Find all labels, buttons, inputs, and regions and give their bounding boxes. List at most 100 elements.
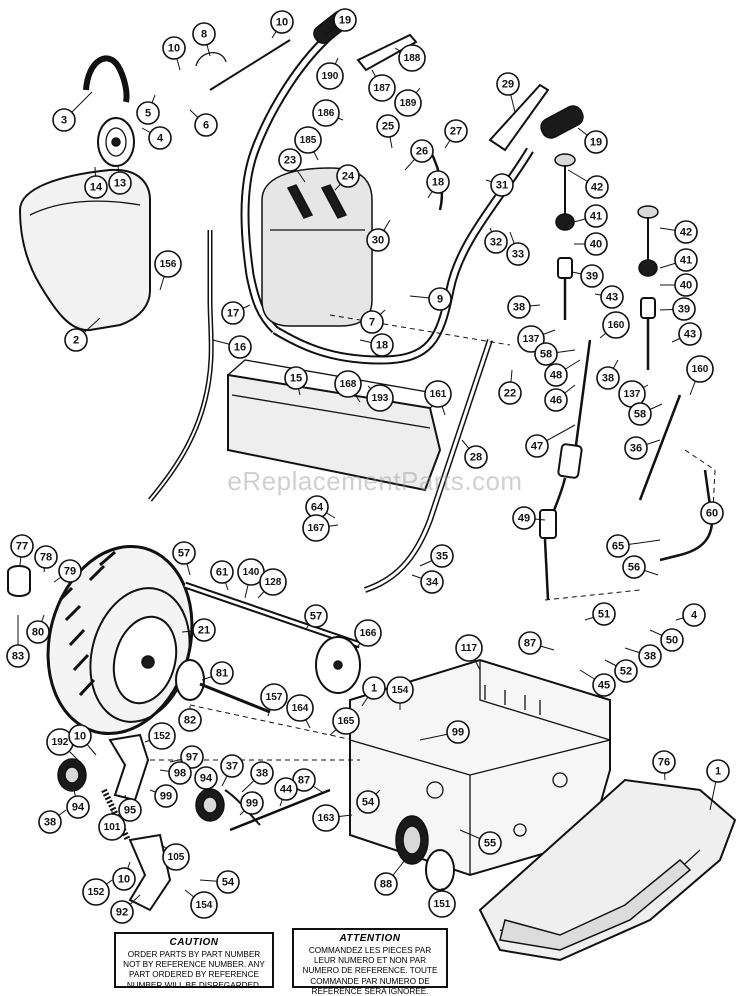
callout-34[interactable]: 34 [411, 570, 444, 594]
callout-76[interactable]: 76 [652, 750, 676, 781]
callout-6[interactable]: 6 [189, 109, 218, 137]
callout-38[interactable]: 38 [38, 809, 67, 834]
callout-43[interactable]: 43 [671, 322, 702, 346]
callout-61[interactable]: 61 [210, 560, 234, 591]
callout-188[interactable]: 188 [394, 44, 426, 72]
callout-17[interactable]: 17 [221, 301, 251, 325]
callout-40[interactable]: 40 [660, 273, 698, 297]
callout-152[interactable]: 152 [82, 878, 113, 906]
callout-101[interactable]: 101 [98, 810, 126, 841]
callout-1[interactable]: 1 [361, 676, 386, 707]
callout-81[interactable]: 81 [201, 661, 234, 685]
callout-95[interactable]: 95 [118, 794, 142, 822]
callout-92[interactable]: 92 [110, 894, 141, 924]
callout-25[interactable]: 25 [376, 114, 400, 149]
callout-26[interactable]: 26 [404, 139, 434, 171]
callout-152[interactable]: 152 [144, 722, 176, 750]
callout-28[interactable]: 28 [461, 439, 488, 469]
callout-4[interactable]: 4 [675, 603, 706, 627]
callout-43[interactable]: 43 [594, 285, 624, 309]
callout-40[interactable]: 40 [574, 232, 608, 256]
callout-36[interactable]: 36 [624, 436, 661, 460]
callout-58[interactable]: 58 [628, 402, 663, 426]
callout-54[interactable]: 54 [199, 870, 240, 894]
callout-163[interactable]: 163 [312, 804, 353, 832]
callout-23[interactable]: 23 [278, 148, 306, 183]
callout-16[interactable]: 16 [212, 335, 252, 359]
callout-19[interactable]: 19 [577, 127, 608, 154]
callout-18[interactable]: 18 [359, 333, 394, 357]
callout-54[interactable]: 54 [356, 789, 381, 814]
callout-156[interactable]: 156 [154, 250, 182, 291]
callout-35[interactable]: 35 [419, 544, 454, 568]
callout-166[interactable]: 166 [354, 619, 382, 651]
callout-58[interactable]: 58 [534, 342, 576, 366]
callout-151[interactable]: 151 [428, 888, 456, 918]
callout-3[interactable]: 3 [52, 91, 93, 132]
callout-10[interactable]: 10 [112, 861, 136, 891]
callout-38[interactable]: 38 [241, 761, 274, 793]
callout-193[interactable]: 193 [366, 384, 394, 412]
callout-37[interactable]: 37 [220, 754, 244, 787]
callout-5[interactable]: 5 [136, 94, 160, 125]
callout-47[interactable]: 47 [525, 424, 576, 458]
callout-99[interactable]: 99 [419, 720, 470, 744]
callout-154[interactable]: 154 [386, 676, 414, 710]
callout-32[interactable]: 32 [484, 227, 508, 254]
callout-160[interactable]: 160 [686, 355, 714, 396]
callout-10[interactable]: 10 [68, 724, 97, 756]
callout-38[interactable]: 38 [624, 644, 662, 668]
callout-2[interactable]: 2 [64, 317, 101, 352]
callout-80[interactable]: 80 [26, 614, 50, 644]
callout-46[interactable]: 46 [544, 384, 576, 412]
callout-10[interactable]: 10 [270, 10, 294, 39]
callout-38[interactable]: 38 [596, 359, 620, 390]
callout-42[interactable]: 42 [659, 220, 698, 244]
callout-82[interactable]: 82 [178, 706, 202, 732]
callout-160[interactable]: 160 [599, 311, 630, 339]
callout-187[interactable]: 187 [368, 69, 396, 102]
callout-18[interactable]: 18 [426, 170, 450, 199]
callout-31[interactable]: 31 [485, 173, 514, 197]
callout-22[interactable]: 22 [498, 369, 522, 405]
callout-128[interactable]: 128 [257, 568, 287, 599]
callout-137[interactable]: 137 [618, 380, 649, 408]
callout-50[interactable]: 50 [649, 628, 684, 652]
callout-94[interactable]: 94 [66, 789, 90, 819]
callout-30[interactable]: 30 [366, 219, 391, 252]
callout-185[interactable]: 185 [294, 126, 322, 161]
callout-4[interactable]: 4 [141, 126, 172, 150]
callout-29[interactable]: 29 [496, 72, 520, 113]
callout-164[interactable]: 164 [286, 694, 314, 729]
callout-157[interactable]: 157 [260, 683, 288, 717]
callout-24[interactable]: 24 [334, 164, 360, 191]
callout-167[interactable]: 167 [302, 514, 339, 542]
callout-88[interactable]: 88 [374, 859, 406, 896]
callout-99[interactable]: 99 [239, 791, 264, 816]
callout-21[interactable]: 21 [181, 618, 216, 642]
callout-55[interactable]: 55 [459, 829, 502, 855]
callout-39[interactable]: 39 [571, 264, 604, 288]
callout-41[interactable]: 41 [573, 204, 608, 228]
callout-99[interactable]: 99 [149, 784, 178, 808]
callout-41[interactable]: 41 [659, 248, 698, 272]
callout-60[interactable]: 60 [700, 494, 724, 525]
callout-94[interactable]: 94 [194, 766, 218, 793]
callout-15[interactable]: 15 [284, 366, 308, 396]
callout-48[interactable]: 48 [544, 359, 581, 387]
callout-14[interactable]: 14 [84, 166, 108, 199]
callout-154[interactable]: 154 [184, 889, 218, 919]
callout-105[interactable]: 105 [161, 843, 190, 871]
callout-56[interactable]: 56 [622, 555, 659, 579]
callout-65[interactable]: 65 [606, 534, 661, 558]
callout-83[interactable]: 83 [6, 615, 30, 668]
callout-39[interactable]: 39 [659, 297, 696, 321]
callout-186[interactable]: 186 [312, 99, 344, 127]
callout-10[interactable]: 10 [162, 36, 186, 71]
callout-57[interactable]: 57 [172, 541, 196, 576]
callout-98[interactable]: 98 [159, 761, 192, 785]
callout-45[interactable]: 45 [579, 669, 616, 697]
callout-190[interactable]: 190 [316, 57, 344, 90]
callout-64[interactable]: 64 [305, 495, 336, 519]
callout-49[interactable]: 49 [512, 506, 546, 530]
